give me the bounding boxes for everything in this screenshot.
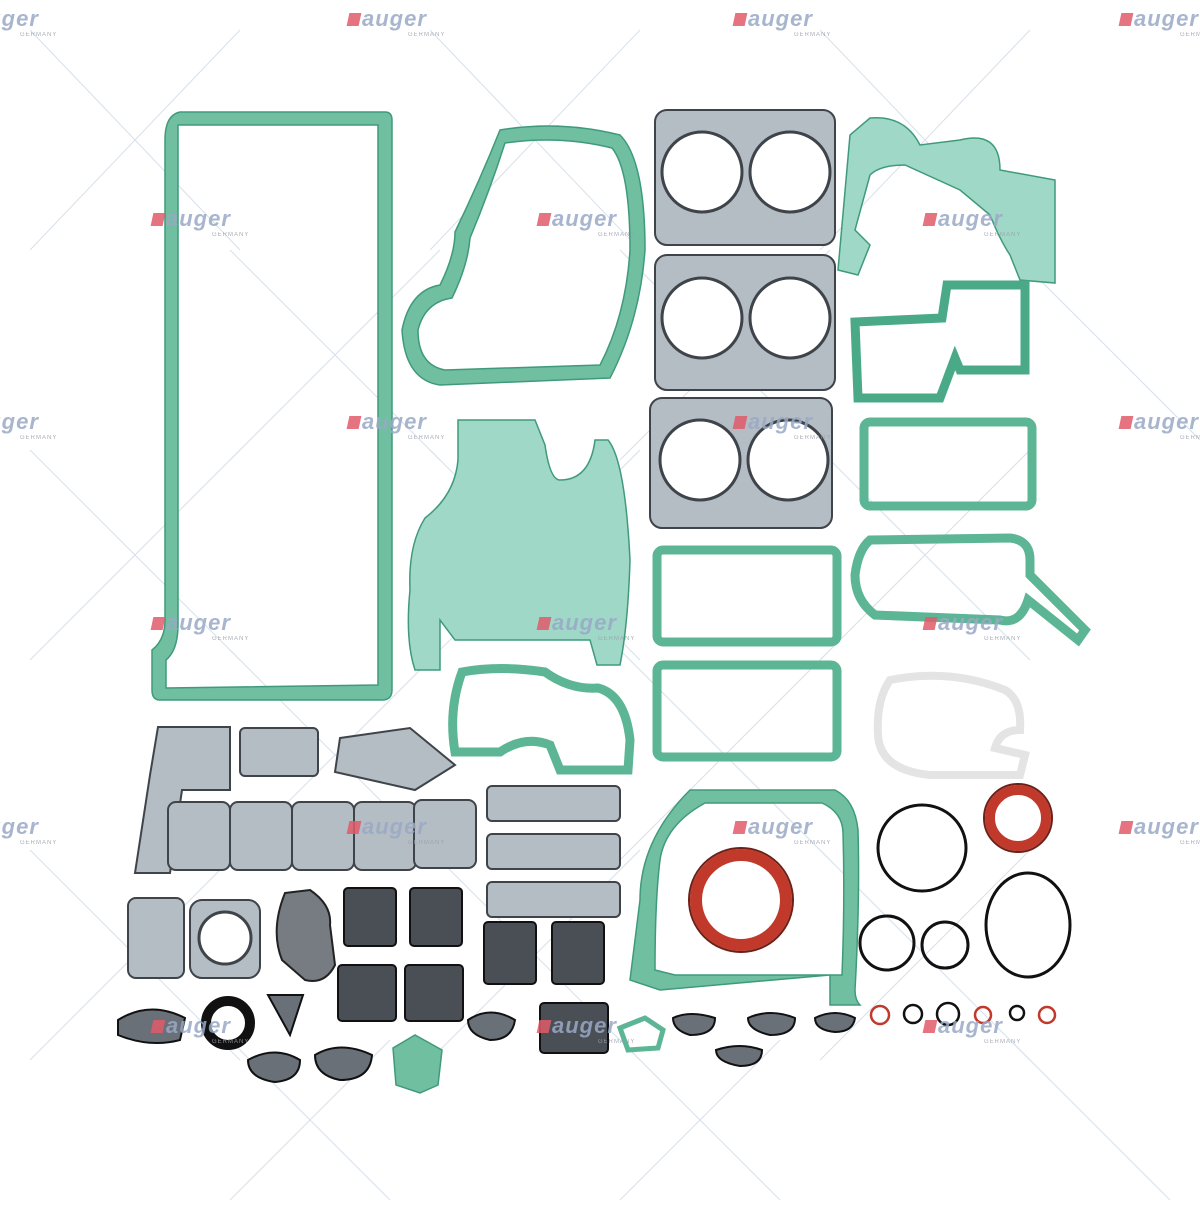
intake-cover-gasket-a: [850, 280, 1030, 403]
oil-pan-gasket: [151, 111, 393, 701]
head-gasket-3: [649, 397, 833, 529]
valve-cover-gasket-1: [652, 545, 842, 647]
flywheel-housing-gasket: [629, 789, 862, 1006]
port-gaskets-dark: [337, 887, 609, 1054]
small-red-o-rings: [869, 1004, 1057, 1026]
head-gasket-1: [654, 109, 836, 246]
front-crank-seal: [983, 783, 1053, 853]
valve-cover-gasket-2: [652, 660, 842, 762]
front-cover-gasket: [407, 419, 631, 671]
water-pump-cover-gasket: [837, 116, 1056, 284]
small-black-o-rings: [902, 1001, 1026, 1027]
head-gasket-2: [654, 254, 836, 391]
exhaust-manifold-gaskets: [127, 726, 477, 982]
small-green-gasket: [616, 1015, 666, 1053]
o-ring-set: [858, 803, 1072, 979]
rear-cover-gasket: [448, 664, 635, 775]
rocker-cover-gasket-b: [850, 533, 1091, 647]
rocker-cover-gasket-a: [859, 417, 1037, 511]
rear-crank-seal: [688, 847, 794, 953]
timing-cover-gasket: [401, 125, 646, 386]
water-pump-gasket: [873, 671, 1030, 779]
black-shaft-seal: [201, 996, 255, 1050]
intake-port-gaskets: [486, 785, 621, 918]
thermostat-gasket: [392, 1034, 443, 1094]
